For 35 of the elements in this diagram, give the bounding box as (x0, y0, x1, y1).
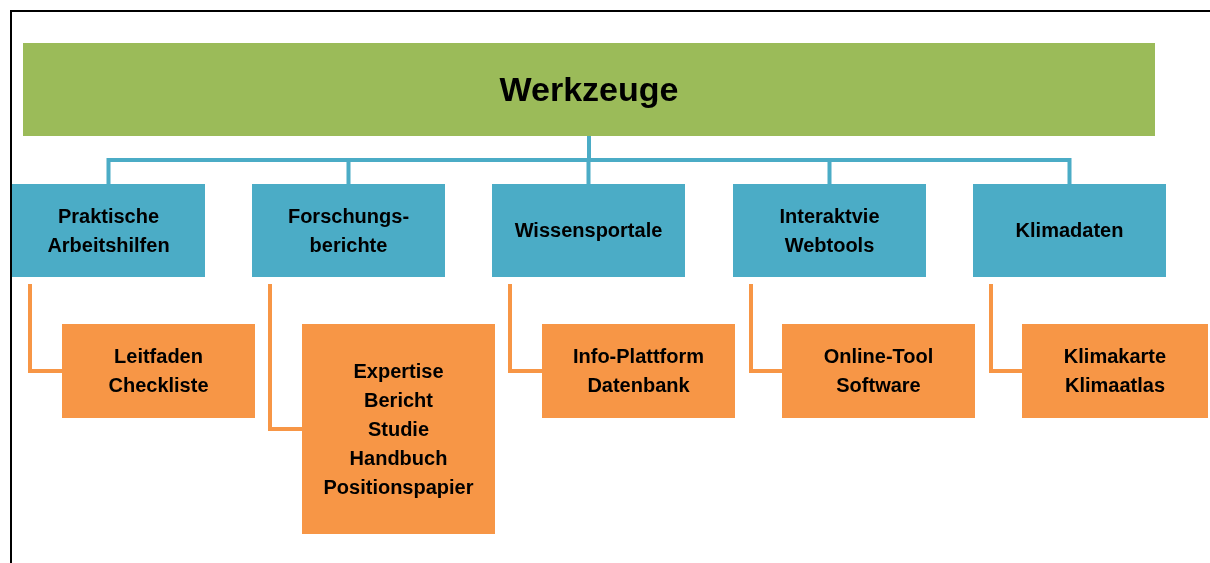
category-box (252, 184, 445, 277)
connector-line (508, 284, 542, 373)
item-box (782, 324, 975, 418)
category-box (973, 184, 1166, 277)
node-label: Praktische Arbeitshilfen (46, 203, 171, 258)
node-label: Bericht (364, 387, 433, 413)
node-label: Positionspapier (323, 474, 474, 500)
node-label: Wissensportale (514, 218, 663, 243)
node-label: Checkliste (108, 373, 209, 398)
connector-line (268, 284, 302, 431)
item-box (542, 324, 735, 418)
node-label: Expertise (353, 358, 444, 384)
node-label: Klimadaten (1015, 218, 1124, 243)
node-label: Software (836, 373, 921, 398)
item-box (62, 324, 255, 418)
connector-line (749, 284, 782, 373)
node-label: Leitfaden (114, 344, 203, 369)
category-box (492, 184, 685, 277)
item-box (302, 324, 495, 534)
category-box (733, 184, 926, 277)
node-label: Klimaatlas (1064, 373, 1166, 398)
category-box (12, 184, 205, 277)
node-label: Studie (367, 416, 430, 442)
node-label: Klimakarte (1063, 344, 1167, 369)
node-label: Info-Plattform (572, 344, 705, 369)
node-label: Interaktvie Webtools (778, 203, 881, 258)
node-label: Handbuch (349, 445, 448, 471)
title-bar (23, 43, 1155, 136)
node-label: Datenbank (587, 373, 690, 398)
connector-line (28, 284, 62, 373)
node-label: Online-Tool (823, 344, 934, 369)
connector-line (587, 136, 1072, 184)
node-label: Forschungs- berichte (286, 203, 411, 258)
connector-line (989, 284, 1022, 373)
item-box (1022, 324, 1208, 418)
